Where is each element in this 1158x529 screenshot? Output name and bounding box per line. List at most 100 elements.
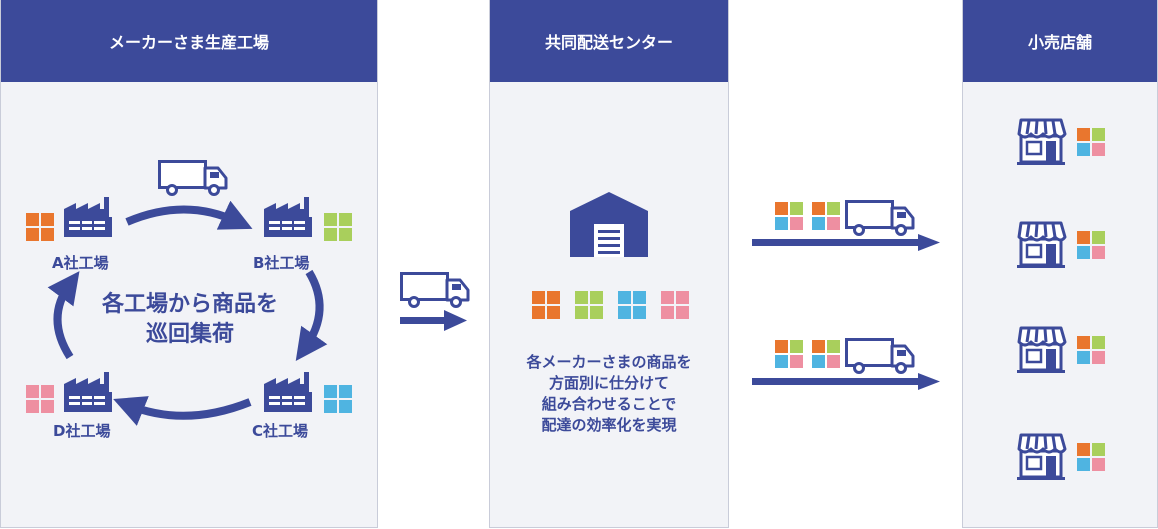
product-swatch-cell <box>26 228 39 241</box>
factory-panel-title: メーカーさま生産工場 <box>1 0 377 82</box>
product-swatch-cell <box>1077 351 1090 364</box>
product-swatch-cell <box>1077 231 1090 244</box>
center-description-line-4: 配達の効率化を実現 <box>541 416 677 434</box>
product-swatch-cell <box>661 306 674 319</box>
center-panel-title: 共同配送センター <box>490 0 728 82</box>
product-swatch-cell <box>26 213 39 226</box>
product-swatch-b <box>324 213 352 241</box>
store-icon <box>1015 433 1067 482</box>
product-swatch-cell <box>775 217 788 230</box>
product-swatch-cell <box>1092 351 1105 364</box>
product-swatch-cell <box>827 217 840 230</box>
product-swatch-cell <box>1077 143 1090 156</box>
product-swatch-cell <box>812 202 825 215</box>
cycle-arrow-icon <box>47 200 328 426</box>
product-swatch-cell <box>1092 458 1105 471</box>
store-icon <box>1015 118 1067 167</box>
truck-icon <box>400 272 470 308</box>
product-swatch-cell <box>812 340 825 353</box>
product-swatch-pink <box>661 291 689 319</box>
product-swatch-cell <box>1092 246 1105 259</box>
product-swatch-cell <box>1077 336 1090 349</box>
mixed-product-swatch <box>1077 128 1105 156</box>
arrow-icon <box>752 234 940 251</box>
product-swatch-cell <box>790 340 803 353</box>
factory-d-label: D社工場 <box>53 422 111 440</box>
product-swatch-cell <box>775 202 788 215</box>
truck-icon <box>158 160 228 196</box>
product-swatch-cell <box>339 385 352 398</box>
product-swatch-blue <box>618 291 646 319</box>
product-swatch-orange <box>532 291 560 319</box>
product-swatch-cell <box>790 202 803 215</box>
product-swatch-cell <box>1092 231 1105 244</box>
truck-icon <box>845 200 915 236</box>
product-swatch-cell <box>827 202 840 215</box>
product-swatch-cell <box>575 306 588 319</box>
factory-c-label: C社工場 <box>252 422 309 440</box>
product-swatch-cell <box>324 213 337 226</box>
product-swatch-cell <box>1077 246 1090 259</box>
product-swatch-cell <box>324 385 337 398</box>
product-swatch-cell <box>26 385 39 398</box>
product-swatch-cell <box>41 400 54 413</box>
product-swatch-cell <box>26 400 39 413</box>
product-swatch-cell <box>590 306 603 319</box>
store-panel-title: 小売店舗 <box>963 0 1157 82</box>
factory-b-label: B社工場 <box>253 254 310 272</box>
product-swatch-cell <box>633 306 646 319</box>
product-swatch-cell <box>790 355 803 368</box>
mixed-product-swatch <box>1077 231 1105 259</box>
product-swatch-cell <box>1077 128 1090 141</box>
center-description-line-1: 各メーカーさまの商品を <box>526 353 692 371</box>
cycle-caption: 各工場から商品を 巡回集荷 <box>70 290 310 350</box>
center-description-line-2: 方面別に仕分けて <box>548 374 669 392</box>
center-description-line-3: 組み合わせることで <box>541 395 677 413</box>
product-swatch-cell <box>575 291 588 304</box>
product-swatch-cell <box>339 400 352 413</box>
product-swatch-cell <box>633 291 646 304</box>
arrow-icon <box>400 310 467 331</box>
product-swatch-cell <box>775 340 788 353</box>
product-swatch-cell <box>827 340 840 353</box>
product-swatch-c <box>324 385 352 413</box>
factory-panel: メーカーさま生産工場 <box>0 0 378 528</box>
product-swatch-cell <box>532 306 545 319</box>
product-swatch-cell <box>339 213 352 226</box>
product-swatch-cell <box>1092 336 1105 349</box>
product-swatch-cell <box>41 228 54 241</box>
center-panel: 共同配送センター <box>489 0 729 528</box>
mixed-product-swatch <box>775 340 803 368</box>
factory-a-label: A社工場 <box>52 254 109 272</box>
truck-icon <box>845 338 915 374</box>
product-swatch-cell <box>590 291 603 304</box>
warehouse-icon <box>570 192 648 257</box>
product-swatch-cell <box>661 291 674 304</box>
product-swatch-cell <box>41 213 54 226</box>
product-swatch-cell <box>1092 128 1105 141</box>
store-icon <box>1015 221 1067 270</box>
product-swatch-cell <box>339 228 352 241</box>
product-swatch-cell <box>775 355 788 368</box>
product-swatch-d <box>26 385 54 413</box>
product-swatch-cell <box>324 228 337 241</box>
store-icon <box>1015 326 1067 375</box>
product-swatch-green <box>575 291 603 319</box>
factory-icon <box>264 372 312 412</box>
product-swatch-cell <box>812 355 825 368</box>
mixed-product-swatch <box>775 202 803 230</box>
product-swatch-cell <box>827 355 840 368</box>
product-swatch-cell <box>532 291 545 304</box>
product-swatch-cell <box>1092 143 1105 156</box>
factory-icon <box>64 197 112 237</box>
mixed-product-swatch <box>1077 443 1105 471</box>
product-swatch-cell <box>41 385 54 398</box>
mixed-product-swatch <box>812 202 840 230</box>
product-swatch-cell <box>676 306 689 319</box>
product-swatch-cell <box>324 400 337 413</box>
product-swatch-cell <box>618 306 631 319</box>
center-description: 各メーカーさまの商品を 方面別に仕分けて 組み合わせることで 配達の効率化を実現 <box>489 352 729 436</box>
factory-icon <box>264 197 312 237</box>
cycle-caption-line-2: 巡回集荷 <box>145 322 234 347</box>
